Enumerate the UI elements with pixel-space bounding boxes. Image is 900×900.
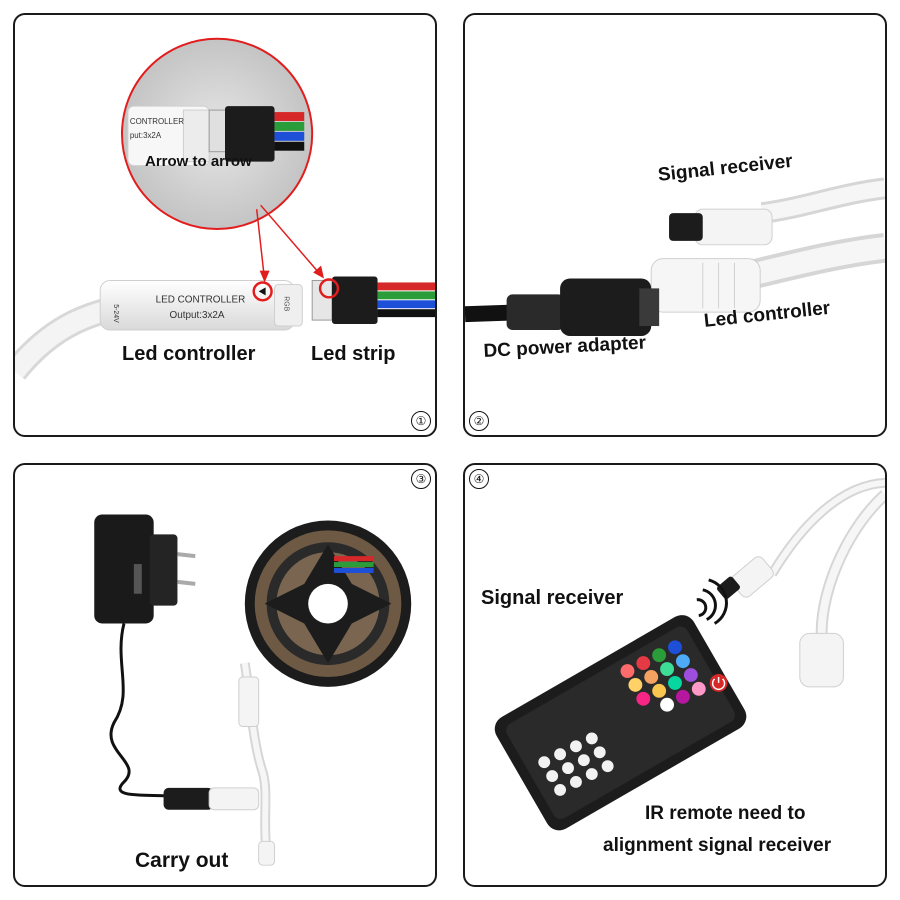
signal-receiver-label-4: Signal receiver [481, 587, 624, 609]
zoom-controller-title-text: CONTROLLER [130, 117, 184, 126]
carry-out-label: Carry out [135, 849, 229, 872]
controller-output-text: Output:3x2A [170, 310, 225, 321]
package-contents-illustration [94, 514, 412, 866]
controller-title-text: LED CONTROLLER [156, 294, 246, 305]
signal-waves-icon [696, 578, 728, 625]
zoom-controller-output-text: put:3x2A [130, 131, 162, 140]
power-adapter [94, 514, 154, 624]
circled-number-2-icon: ② [469, 411, 489, 431]
ir-remote-line2-label: alignment signal receiver [603, 835, 832, 856]
controller-socket-4 [799, 632, 844, 688]
controller-socket [650, 258, 761, 313]
ir-remote-body [494, 615, 747, 831]
circled-number-4-icon: ④ [469, 469, 489, 489]
controller-connection-illustration: LED CONTROLLER Output:3x2A 5-24V RGB CON… [15, 37, 435, 380]
led-strip-label: Led strip [311, 343, 396, 365]
arrow-to-arrow-label: Arrow to arrow [145, 153, 252, 170]
circled-number-3-icon: ③ [411, 469, 431, 489]
ir-remote-line1-label: IR remote need to [645, 803, 806, 824]
ir-remote-illustration [494, 477, 885, 831]
circled-number-1-icon: ① [411, 411, 431, 431]
controller-voltage-text: 5-24V [112, 304, 119, 323]
ir-receiver-head [730, 556, 774, 598]
signal-receiver-head [694, 208, 773, 246]
panel-1-controller-connection: LED CONTROLLER Output:3x2A 5-24V RGB CON… [13, 13, 437, 437]
panel-2-power-connection: Signal receiver Led controller DC power … [463, 13, 887, 437]
strip-plug [331, 276, 378, 325]
panel-3-package-contents: Carry out ③ [13, 463, 437, 887]
controller-side-text: RGB [282, 296, 289, 311]
panel-4-ir-remote: Signal receiver IR remote need to alignm… [463, 463, 887, 887]
dc-plug [560, 278, 652, 336]
remote-color-buttons [620, 640, 706, 712]
power-connection-illustration [465, 177, 885, 336]
led-controller-label: Led controller [122, 343, 256, 365]
remote-white-buttons [538, 732, 614, 796]
